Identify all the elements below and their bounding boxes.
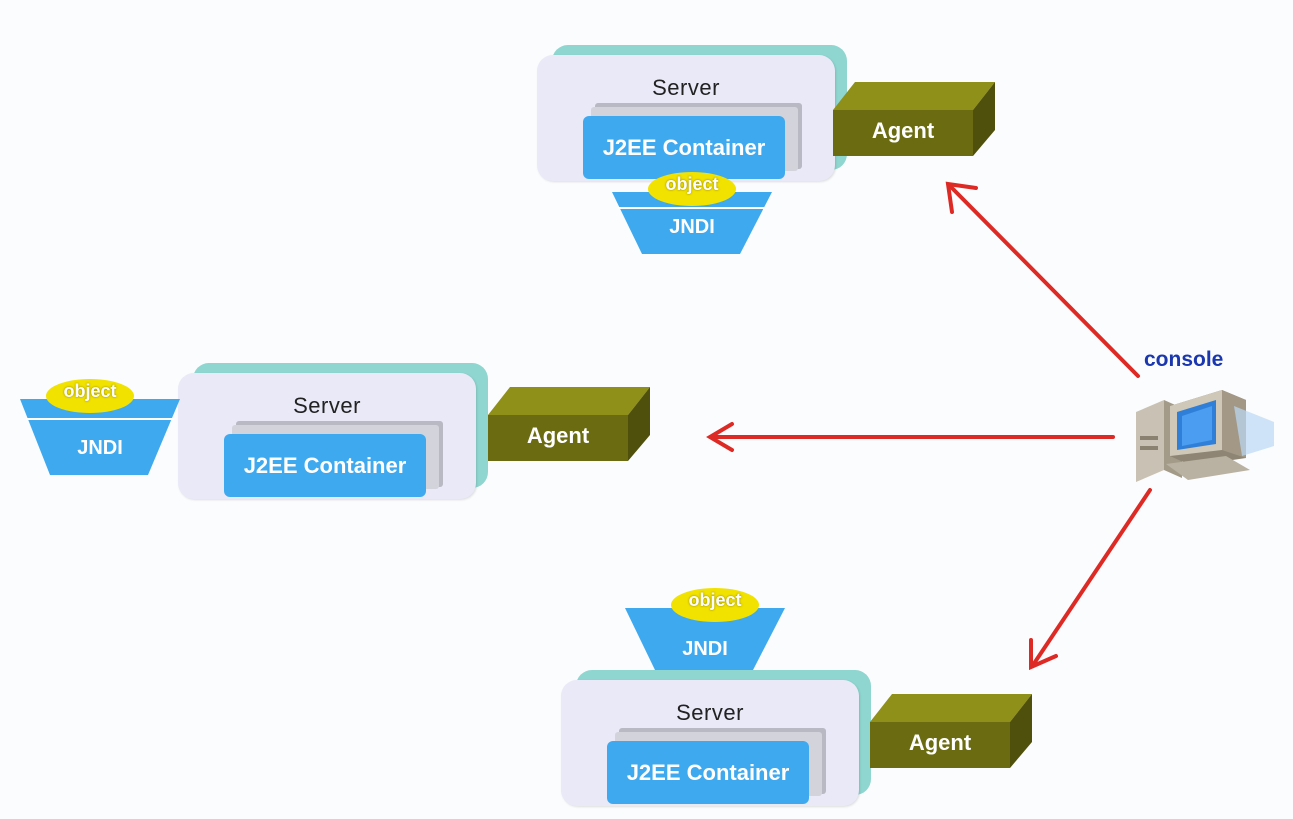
agent-top: Agent — [833, 80, 998, 160]
j2ee-container: J2EE Container — [607, 741, 809, 804]
arrow-to-middle — [706, 422, 1115, 452]
jndi-shape-icon — [625, 588, 785, 670]
agent-bottom: Agent — [870, 692, 1035, 772]
computer-icon — [1136, 390, 1274, 482]
jndi-label: JNDI — [669, 216, 715, 238]
jndi-bottom: object JNDI — [625, 586, 785, 670]
jndi-shape-icon — [20, 379, 180, 475]
arrow-to-top — [945, 181, 1140, 378]
server-bottom: Server J2EE Container — [561, 670, 881, 810]
jndi-top: object JNDI — [612, 170, 772, 254]
agent-box-icon — [870, 694, 1032, 768]
object-label: object — [665, 174, 719, 194]
agent-middle: Agent — [488, 385, 653, 465]
server-box: Server J2EE Container — [537, 55, 835, 181]
server-box: Server J2EE Container — [561, 680, 859, 806]
j2ee-container: J2EE Container — [224, 434, 426, 497]
jndi-middle: object JNDI — [20, 377, 180, 475]
j2ee-container: J2EE Container — [583, 116, 785, 179]
agent-label: Agent — [526, 423, 590, 448]
agent-box-icon — [833, 82, 995, 156]
agent-box-icon — [488, 387, 650, 461]
object-label: object — [688, 590, 742, 610]
server-label: Server — [652, 75, 720, 100]
server-label: Server — [676, 700, 744, 725]
console-node: console — [1130, 348, 1280, 482]
jndi-label: JNDI — [77, 437, 123, 459]
server-top: Server J2EE Container — [537, 45, 857, 185]
object-label: object — [63, 381, 117, 401]
server-label: Server — [293, 393, 361, 418]
console-label: console — [1144, 348, 1224, 371]
agent-label: Agent — [871, 118, 935, 143]
arrow-to-bottom — [1029, 488, 1152, 671]
jndi-shape-icon — [612, 172, 772, 254]
agent-label: Agent — [908, 730, 972, 755]
server-box: Server J2EE Container — [178, 373, 476, 499]
jndi-label: JNDI — [682, 638, 728, 660]
server-middle: Server J2EE Container — [178, 363, 498, 503]
